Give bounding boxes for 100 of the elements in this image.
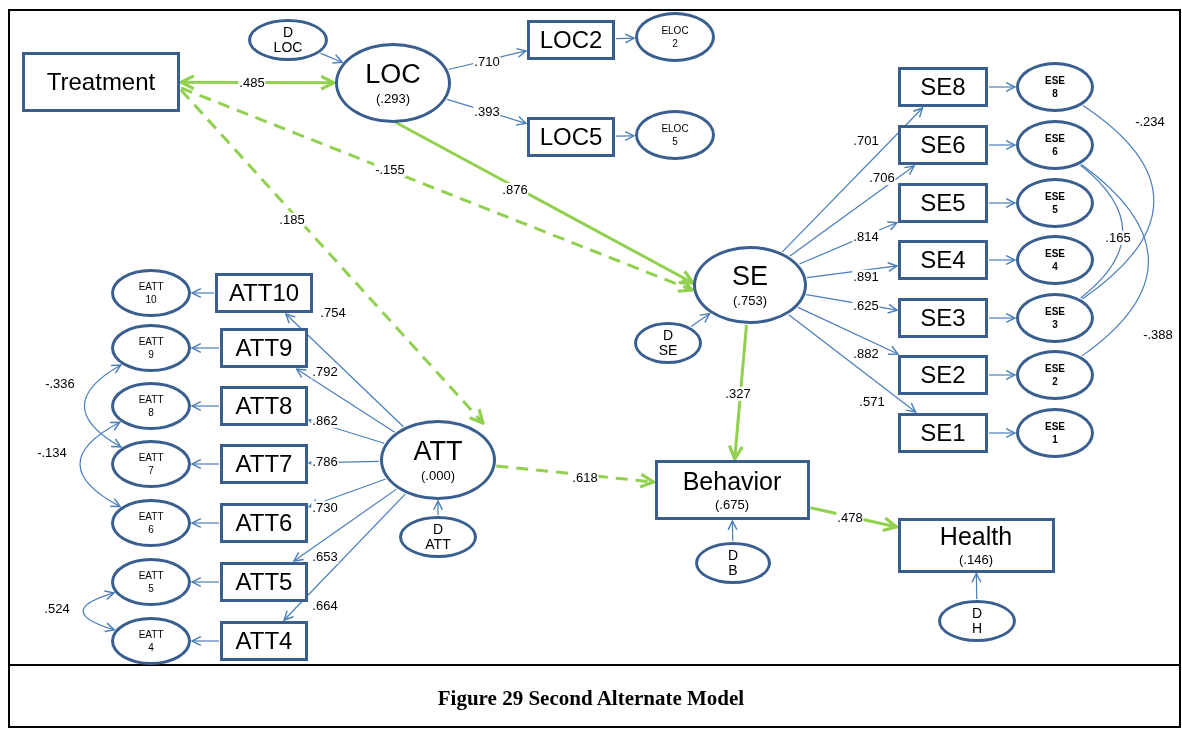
error-ellipse	[111, 440, 191, 488]
variable-name: D H	[971, 606, 983, 636]
error-ellipse	[111, 382, 191, 430]
observed-variable-box	[220, 444, 308, 484]
observed-variable-box	[215, 273, 313, 313]
path-coefficient: .393	[473, 104, 501, 120]
loading-arrow	[615, 33, 635, 44]
variable-name: ELOC 5	[661, 122, 689, 148]
covariance-arrow	[83, 364, 122, 448]
latent-variable-ellipse	[380, 420, 496, 500]
variable-name: EATT 4	[138, 628, 164, 654]
loading-arrow	[988, 197, 1016, 209]
loading-arrow	[191, 342, 220, 354]
loading-arrow	[283, 493, 406, 621]
variable-name: ESE 3	[1045, 305, 1065, 331]
variable-name: ATT9	[235, 335, 293, 361]
r-squared-value: (.675)	[715, 498, 749, 512]
variable-name: LOC2	[539, 27, 603, 53]
variable-name: Treatment	[46, 69, 156, 95]
variable-name: EATT 6	[138, 510, 164, 536]
path-coefficient: .185	[278, 212, 306, 228]
loading-arrow	[988, 427, 1016, 439]
error-ellipse	[111, 324, 191, 372]
loading-arrow	[191, 287, 215, 299]
observed-variable-box	[654, 460, 810, 520]
variable-name: LOC5	[539, 124, 603, 150]
path-coefficient: .862	[311, 413, 339, 429]
variable-name: Behavior	[682, 468, 782, 495]
loading-arrow	[191, 517, 220, 529]
loading-arrow	[320, 52, 343, 64]
variable-name: SE2	[920, 362, 966, 388]
loading-arrow	[615, 130, 635, 142]
variable-name: ESE 5	[1045, 190, 1065, 216]
loading-arrow	[788, 314, 917, 413]
variable-name: D B	[727, 548, 739, 578]
disturbance-ellipse	[634, 322, 702, 364]
loading-arrow	[432, 500, 444, 516]
observed-variable-box	[220, 503, 308, 543]
disturbance-ellipse	[248, 19, 328, 61]
error-ellipse	[111, 499, 191, 547]
loading-arrow	[988, 312, 1016, 324]
variable-name: ESE 1	[1045, 420, 1065, 446]
variable-name: SE3	[920, 305, 966, 331]
variable-name: D ATT	[425, 522, 451, 552]
observed-variable-box	[898, 298, 988, 338]
r-squared-value: (.753)	[733, 294, 767, 308]
observed-variable-box	[220, 621, 308, 661]
loading-arrow	[971, 572, 982, 600]
observed-variable-box	[220, 562, 308, 602]
observed-variable-box	[527, 20, 615, 60]
variable-name: EATT 8	[138, 393, 164, 419]
variable-name: ATT6	[235, 510, 293, 536]
variable-name: EATT 10	[138, 280, 164, 306]
loading-arrow	[191, 635, 220, 647]
r-squared-value: (.293)	[376, 92, 410, 106]
error-ellipse	[1016, 235, 1094, 285]
r-squared-value: (.000)	[421, 469, 455, 483]
variable-name: EATT 7	[138, 451, 164, 477]
error-ellipse	[1016, 178, 1094, 228]
path-coefficient: -.155	[374, 162, 406, 178]
variable-name: SE8	[920, 74, 966, 100]
variable-name: SE4	[920, 247, 966, 273]
path-coefficient: .165	[1104, 230, 1132, 246]
observed-variable-box	[898, 413, 988, 453]
loading-arrow	[797, 306, 899, 355]
error-ellipse	[111, 558, 191, 606]
error-ellipse	[1016, 62, 1094, 112]
path-coefficient: .876	[501, 182, 529, 198]
loading-arrow	[988, 81, 1016, 93]
loading-arrow	[727, 520, 738, 542]
observed-variable-box	[220, 328, 308, 368]
variable-name: D SE	[658, 328, 678, 358]
variable-name: ATT	[413, 437, 463, 466]
loading-arrow	[988, 139, 1016, 151]
variable-name: LOC	[365, 60, 421, 89]
observed-variable-box	[22, 52, 180, 112]
variable-name: SE6	[920, 132, 966, 158]
error-ellipse	[111, 617, 191, 665]
loading-arrow	[690, 312, 711, 328]
path-coefficient: .814	[852, 229, 880, 245]
variable-name: SE	[732, 262, 768, 291]
loading-arrow	[988, 254, 1016, 266]
covariance-arrow	[82, 590, 115, 632]
path-arrow	[727, 324, 748, 461]
variable-name: ATT5	[235, 569, 293, 595]
variable-name: SE5	[920, 190, 966, 216]
observed-variable-box	[897, 517, 1055, 573]
observed-variable-box	[898, 355, 988, 395]
observed-variable-box	[220, 386, 308, 426]
path-arrow	[496, 464, 656, 489]
path-coefficient: .786	[311, 454, 339, 470]
observed-variable-box	[527, 117, 615, 157]
loading-arrow	[988, 369, 1016, 381]
variable-name: Health	[939, 523, 1013, 550]
path-coefficient: .792	[311, 364, 339, 380]
figure-caption: Figure 29 Second Alternate Model	[436, 686, 746, 711]
latent-variable-ellipse	[693, 246, 807, 324]
loading-arrow	[781, 107, 924, 253]
variable-name: ATT4	[235, 628, 293, 654]
path-coefficient: .327	[724, 386, 752, 402]
